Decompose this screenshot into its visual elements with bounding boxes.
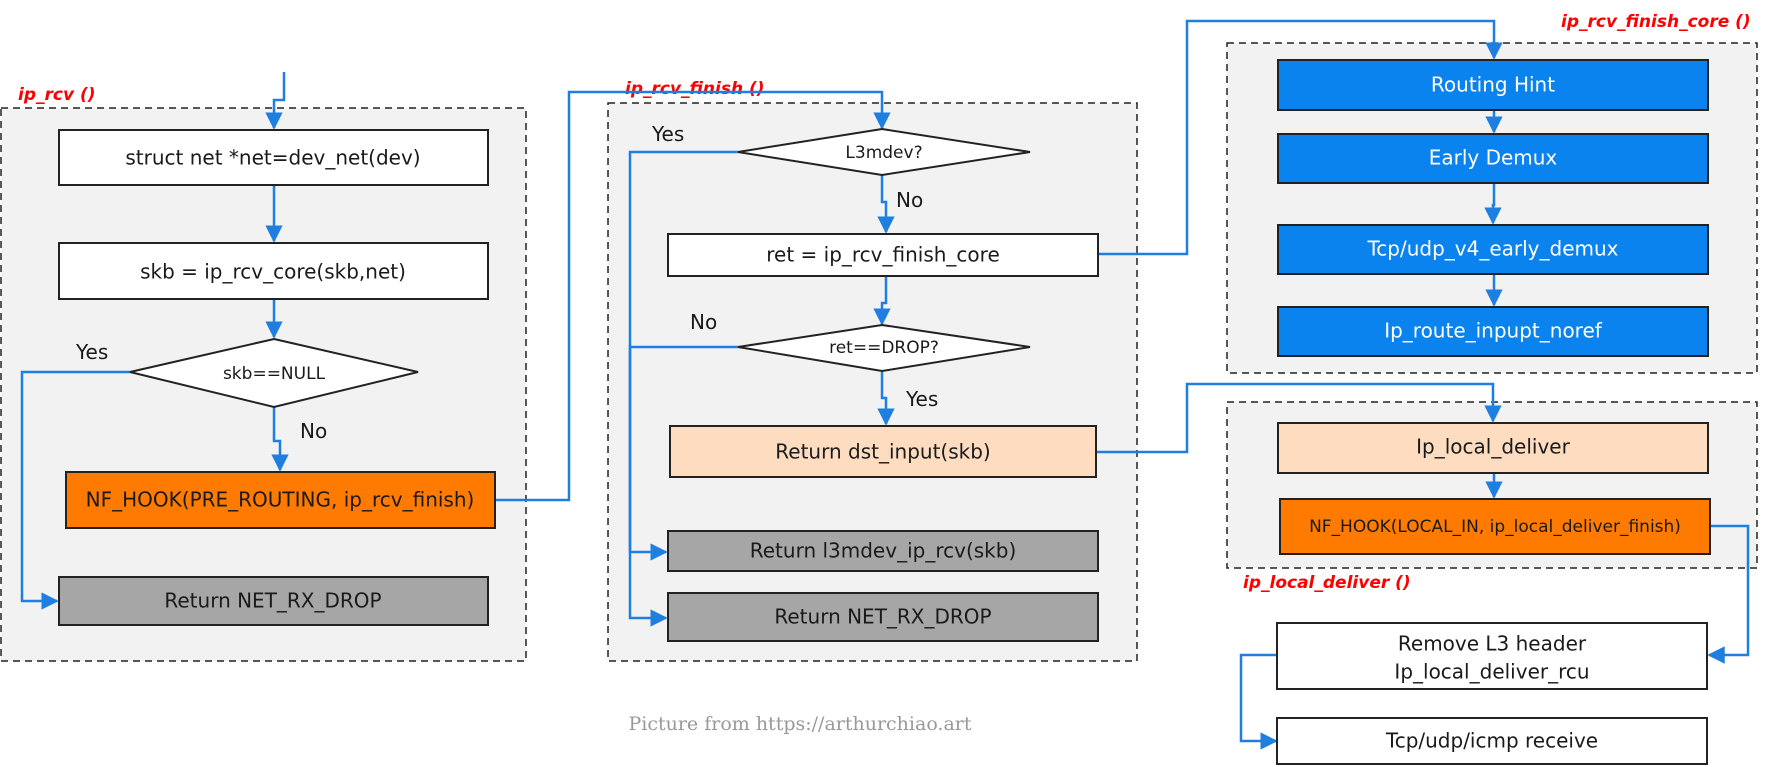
- ip-rcv-finish-drop-label: Return NET_RX_DROP: [774, 605, 991, 629]
- struct-net-label: struct net *net=dev_net(dev): [125, 146, 420, 170]
- nf-hook-label: NF_HOOK(PRE_ROUTING, ip_rcv_finish): [86, 488, 475, 512]
- skb-core-box: [58, 242, 489, 300]
- nf-hook-local-label: NF_HOOK(LOCAL_IN, ip_local_deliver_finis…: [1309, 517, 1681, 537]
- entry-arrow: [265, 72, 286, 130]
- routing-hint-box: [1277, 59, 1709, 111]
- ret-drop-no-label: No: [690, 310, 717, 334]
- skb-null-label: skb==NULL: [223, 364, 326, 384]
- edge-ret-to-drop: [873, 276, 891, 326]
- ip-rcv-title: ip_rcv (): [18, 85, 96, 105]
- early-demux-label: Early Demux: [1429, 146, 1558, 170]
- edge-hook-to-finish: [496, 90, 891, 502]
- ip-local-deliver-title: ip_local_deliver (): [1243, 573, 1411, 593]
- tcp-udp-demux-box: [1277, 224, 1709, 275]
- l3mdev-diamond: [737, 127, 1031, 177]
- ret-core-label: ret = ip_rcv_finish_core: [766, 243, 1000, 267]
- edge-dst-to-local: [1096, 382, 1502, 454]
- tcp-udp-demux-label: Tcp/udp_v4_early_demux: [1366, 237, 1618, 261]
- dst-input-label: Return dst_input(skb): [775, 440, 990, 464]
- ip-rcv-finish-panel: [607, 102, 1138, 662]
- l3mdev-yes-label: Yes: [651, 122, 684, 146]
- skb-core-label: skb = ip_rcv_core(skb,net): [140, 260, 406, 284]
- route-input-label: Ip_route_inpupt_noref: [1384, 319, 1603, 343]
- ip-rcv-finish-core-title: ip_rcv_finish_core (): [1561, 12, 1751, 32]
- receive-box: [1276, 717, 1708, 765]
- edge-null-yes: [20, 370, 130, 610]
- local-deliver-box: [1277, 422, 1709, 474]
- footer-credit: Picture from https://arthurchiao.art: [628, 713, 971, 735]
- ret-drop-yes-label: Yes: [905, 387, 938, 411]
- ip-rcv-finish-drop-box: [667, 592, 1099, 642]
- receive-label: Tcp/udp/icmp receive: [1385, 729, 1598, 753]
- early-demux-box: [1277, 133, 1709, 184]
- ret-drop-diamond: [737, 323, 1031, 373]
- edge-remove-to-receive: [1239, 653, 1278, 750]
- struct-net-box: [58, 129, 489, 186]
- edge-core-to-routing: [1098, 19, 1503, 256]
- ret-drop-label: ret==DROP?: [829, 338, 939, 358]
- edge-null-no: [271, 407, 289, 472]
- routing-hint-label: Routing Hint: [1431, 73, 1555, 97]
- edge-ret-drop-yes: [877, 372, 895, 426]
- ip-rcv-finish-title: ip_rcv_finish (): [625, 79, 765, 99]
- skb-null-no-label: No: [300, 419, 327, 443]
- l3mdev-rcv-label: Return l3mdev_ip_rcv(skb): [750, 539, 1017, 563]
- nf-hook-local-box: [1279, 498, 1711, 555]
- l3mdev-no-label: No: [896, 188, 923, 212]
- ret-core-box: [667, 233, 1099, 277]
- ip-rcv-drop-box: [58, 576, 489, 626]
- skb-null-yes-label: Yes: [75, 340, 108, 364]
- edge-demux-to-tcp: [1484, 183, 1502, 225]
- nf-hook-box: [65, 471, 496, 529]
- skb-null-diamond: [129, 337, 419, 409]
- remove-l3-line1: Remove L3 header: [1398, 632, 1587, 656]
- remove-l3-box: [1276, 622, 1708, 690]
- l3mdev-rcv-box: [667, 530, 1099, 572]
- edge-ret-drop-no: [628, 345, 738, 627]
- route-input-box: [1277, 306, 1709, 357]
- edge-nfhook-to-remove: [1707, 524, 1750, 664]
- local-deliver-label: Ip_local_deliver: [1416, 435, 1570, 459]
- remove-l3-line2: Ip_local_deliver_rcu: [1394, 660, 1589, 684]
- l3mdev-label: L3mdev?: [845, 143, 922, 163]
- dst-input-box: [669, 425, 1097, 478]
- ip-rcv-drop-label: Return NET_RX_DROP: [164, 589, 381, 613]
- edge-l3mdev-no: [877, 175, 895, 234]
